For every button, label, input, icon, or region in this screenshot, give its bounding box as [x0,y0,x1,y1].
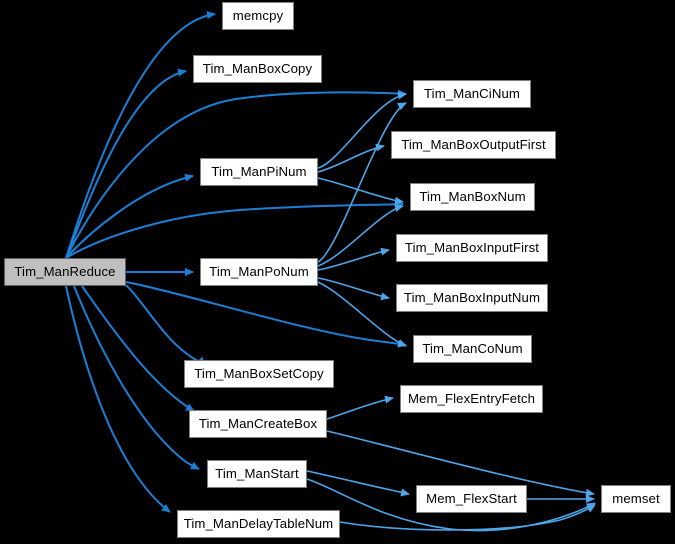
graph-node-label: Tim_ManCoNum [422,341,523,357]
graph-node-Tim_ManPiNum[interactable]: Tim_ManPiNum [200,158,318,186]
edge-Tim_ManReduce-to-Tim_ManStart [73,285,200,470]
edge-Tim_ManReduce-to-Tim_ManBoxNum [65,200,404,259]
graph-node-label: Tim_ManPoNum [209,264,309,280]
graph-node-label: Tim_ManCreateBox [198,416,318,432]
edge-Tim_ManReduce-to-Tim_ManBoxSetCopy [125,284,206,366]
edge-Tim_ManReduce-to-Tim_ManCiNum [65,89,407,259]
graph-node-label: memcpy [232,8,284,24]
graph-node-label: Tim_ManBoxInputNum [403,290,541,306]
graph-node-Tim_ManBoxSetCopy[interactable]: Tim_ManBoxSetCopy [184,360,334,388]
graph-node-Tim_ManCreateBox[interactable]: Tim_ManCreateBox [189,410,327,438]
graph-node-Tim_ManBoxCopy[interactable]: Tim_ManBoxCopy [193,55,322,83]
graph-node-label: Tim_ManBoxSetCopy [194,366,324,382]
graph-node-label: Tim_ManBoxInputFirst [404,240,540,256]
graph-node-label: Tim_ManPiNum [211,164,307,180]
edge-Tim_ManReduce-to-Tim_ManCreateBox [81,285,195,412]
graph-node-Tim_ManBoxInputNum[interactable]: Tim_ManBoxInputNum [396,284,548,312]
edge-Tim_ManPiNum-to-Tim_ManBoxOutputFirst [317,143,385,173]
edge-Tim_ManDelayTableNum-to-memset [339,504,596,531]
graph-node-label: Tim_ManCiNum [424,86,520,102]
edge-Tim_ManPoNum-to-Tim_ManCiNum [317,102,407,263]
graph-node-Tim_ManBoxOutputFirst[interactable]: Tim_ManBoxOutputFirst [391,131,556,159]
edge-Tim_ManCreateBox-to-Mem_FlexEntryFetch [326,395,394,420]
edge-Tim_ManReduce-to-Tim_ManDelayTableNum [65,285,171,513]
edge-Tim_ManPiNum-to-Tim_ManCiNum [317,91,407,169]
graph-node-Mem_FlexEntryFetch[interactable]: Mem_FlexEntryFetch [400,385,543,413]
edge-Tim_ManPiNum-to-Tim_ManBoxNum [317,177,404,205]
graph-node-Tim_ManCoNum[interactable]: Tim_ManCoNum [413,335,532,363]
graph-node-label: Tim_ManDelayTableNum [183,516,334,532]
graph-node-label: Mem_FlexEntryFetch [407,391,536,407]
edge-Tim_ManPoNum-to-Tim_ManBoxInputFirst [317,247,390,271]
edge-Tim_ManStart-to-memset [306,478,596,532]
graph-node-label: Tim_ManBoxCopy [202,61,313,77]
edge-Tim_ManStart-to-Mem_FlexStart [306,470,410,497]
edge-Tim_ManPoNum-to-Tim_ManBoxInputNum [317,277,390,301]
edge-Tim_ManReduce-to-Tim_ManBoxCopy [65,68,187,259]
graph-node-memcpy[interactable]: memcpy [222,2,294,30]
graph-node-label: Tim_ManReduce [14,264,116,280]
graph-node-Mem_FlexStart[interactable]: Mem_FlexStart [416,485,527,513]
graph-node-label: Mem_FlexStart [426,491,517,507]
edges-group [65,11,596,532]
edge-Tim_ManReduce-to-Tim_ManPiNum [65,173,194,259]
graph-node-Tim_ManPoNum[interactable]: Tim_ManPoNum [200,258,318,286]
graph-node-Tim_ManBoxNum[interactable]: Tim_ManBoxNum [410,183,535,211]
graph-node-Tim_ManReduce[interactable]: Tim_ManReduce [4,258,126,286]
edge-Tim_ManCreateBox-to-memset [326,430,595,497]
graph-node-Tim_ManDelayTableNum[interactable]: Tim_ManDelayTableNum [177,510,340,538]
edge-Tim_ManReduce-to-memcpy [65,11,216,259]
graph-node-label: Tim_ManBoxOutputFirst [401,137,546,153]
edge-Tim_ManPoNum-to-Tim_ManCoNum [317,281,407,347]
graph-node-label: memset [612,491,660,507]
graph-node-Tim_ManBoxInputFirst[interactable]: Tim_ManBoxInputFirst [396,234,548,262]
graph-node-Tim_ManCiNum[interactable]: Tim_ManCiNum [413,80,531,108]
edge-Tim_ManReduce-to-Tim_ManCoNum [125,281,407,348]
graph-node-memset[interactable]: memset [601,485,671,513]
edge-Tim_ManPoNum-to-Tim_ManBoxNum [317,204,404,267]
graph-node-Tim_ManStart[interactable]: Tim_ManStart [207,460,307,488]
graph-node-label: Tim_ManBoxNum [419,189,526,205]
graph-node-label: Tim_ManStart [215,466,299,482]
